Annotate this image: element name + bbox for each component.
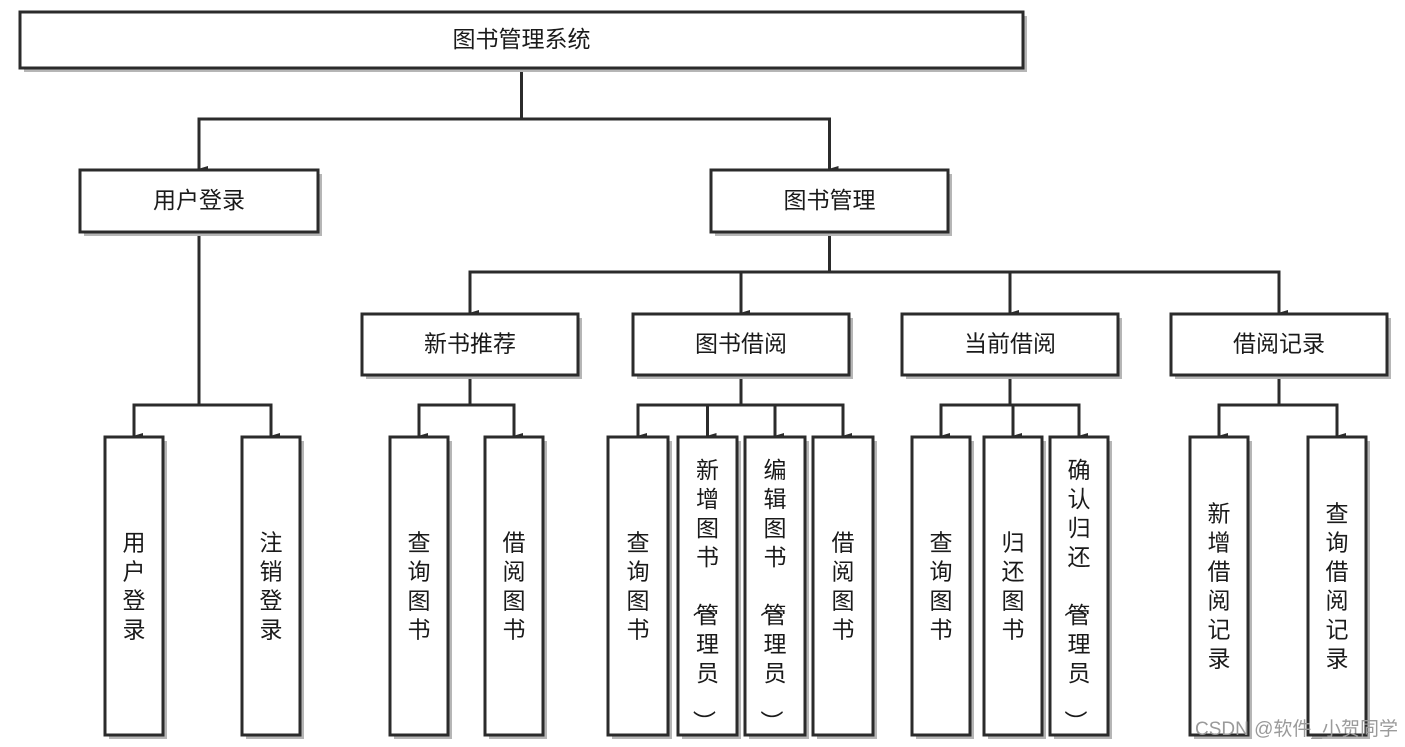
- node-leaf-confirm-return-admin[interactable]: 确认归还（管理员）: [1048, 435, 1112, 739]
- node-leaf-borrow-book-1[interactable]: 借阅图书: [483, 435, 547, 739]
- node-leaf-query-book-1[interactable]: 查询图书: [388, 435, 452, 739]
- node-box[interactable]: [1048, 435, 1110, 737]
- node-leaf-return-book[interactable]: 归还图书: [982, 435, 1046, 739]
- node-leaf-user-logout[interactable]: 注销登录: [240, 435, 304, 739]
- node-borrow-record[interactable]: 借阅记录: [1169, 312, 1391, 379]
- node-label: 查询借阅记录: [1326, 501, 1349, 672]
- node-label: 新增图书（管理员）: [691, 457, 719, 733]
- node-label: 图书管理系统: [453, 26, 591, 52]
- node-book-manage[interactable]: 图书管理: [709, 168, 952, 236]
- node-label: 查询图书: [408, 530, 431, 643]
- node-box[interactable]: [631, 312, 851, 377]
- node-box[interactable]: [900, 312, 1120, 377]
- node-box[interactable]: [743, 435, 807, 737]
- node-box[interactable]: [78, 168, 320, 234]
- node-book-borrow[interactable]: 图书借阅: [631, 312, 853, 379]
- node-label: 借阅记录: [1233, 331, 1325, 357]
- node-box[interactable]: [982, 435, 1044, 737]
- node-leaf-query-borrow-record[interactable]: 查询借阅记录: [1306, 435, 1370, 739]
- node-root[interactable]: 图书管理系统: [18, 10, 1027, 72]
- node-label: 编辑图书（管理员）: [759, 457, 787, 733]
- node-leaf-edit-book-admin[interactable]: 编辑图书（管理员）: [743, 435, 809, 739]
- csdn-watermark: CSDN @软件_小贺同学: [1195, 718, 1398, 740]
- node-leaf-user-login[interactable]: 用户登录: [103, 435, 167, 739]
- node-label: 归还图书: [1002, 530, 1025, 643]
- node-box[interactable]: [910, 435, 972, 737]
- node-label: 注销登录: [260, 530, 283, 643]
- node-label: 查询图书: [930, 530, 953, 643]
- node-box[interactable]: [18, 10, 1025, 70]
- node-leaf-query-book-3[interactable]: 查询图书: [910, 435, 974, 739]
- node-current-borrow[interactable]: 当前借阅: [900, 312, 1122, 379]
- node-box[interactable]: [709, 168, 950, 234]
- connector-lines: [132, 66, 1346, 439]
- node-label: 用户登录: [153, 187, 245, 213]
- node-box[interactable]: [1188, 435, 1250, 737]
- node-box[interactable]: [606, 435, 670, 737]
- node-box[interactable]: [483, 435, 545, 737]
- node-user-login[interactable]: 用户登录: [78, 168, 322, 236]
- node-box[interactable]: [1169, 312, 1389, 377]
- node-box[interactable]: [676, 435, 739, 737]
- node-label: 确认归还（管理员）: [1063, 457, 1091, 733]
- node-label: 图书借阅: [695, 331, 787, 357]
- node-new-book-recommend[interactable]: 新书推荐: [360, 312, 582, 379]
- node-label: 借阅图书: [832, 530, 855, 643]
- node-label: 新增借阅记录: [1208, 501, 1231, 672]
- node-box[interactable]: [1306, 435, 1368, 737]
- node-box[interactable]: [103, 435, 165, 737]
- node-leaf-add-book-admin[interactable]: 新增图书（管理员）: [676, 435, 741, 739]
- node-label: 用户登录: [123, 530, 146, 643]
- node-label: 借阅图书: [503, 530, 526, 643]
- node-leaf-borrow-book-2[interactable]: 借阅图书: [811, 435, 877, 739]
- node-box[interactable]: [388, 435, 450, 737]
- node-box[interactable]: [360, 312, 580, 377]
- node-leaf-query-book-2[interactable]: 查询图书: [606, 435, 672, 739]
- node-boxes: 图书管理系统用户登录图书管理新书推荐图书借阅当前借阅借阅记录用户登录注销登录查询…: [18, 10, 1391, 739]
- node-leaf-add-borrow-record[interactable]: 新增借阅记录: [1188, 435, 1252, 739]
- node-label: 当前借阅: [964, 331, 1056, 357]
- node-box[interactable]: [240, 435, 302, 737]
- node-label: 图书管理: [784, 187, 876, 213]
- node-box[interactable]: [811, 435, 875, 737]
- node-label: 查询图书: [627, 530, 650, 643]
- node-label: 新书推荐: [424, 331, 516, 357]
